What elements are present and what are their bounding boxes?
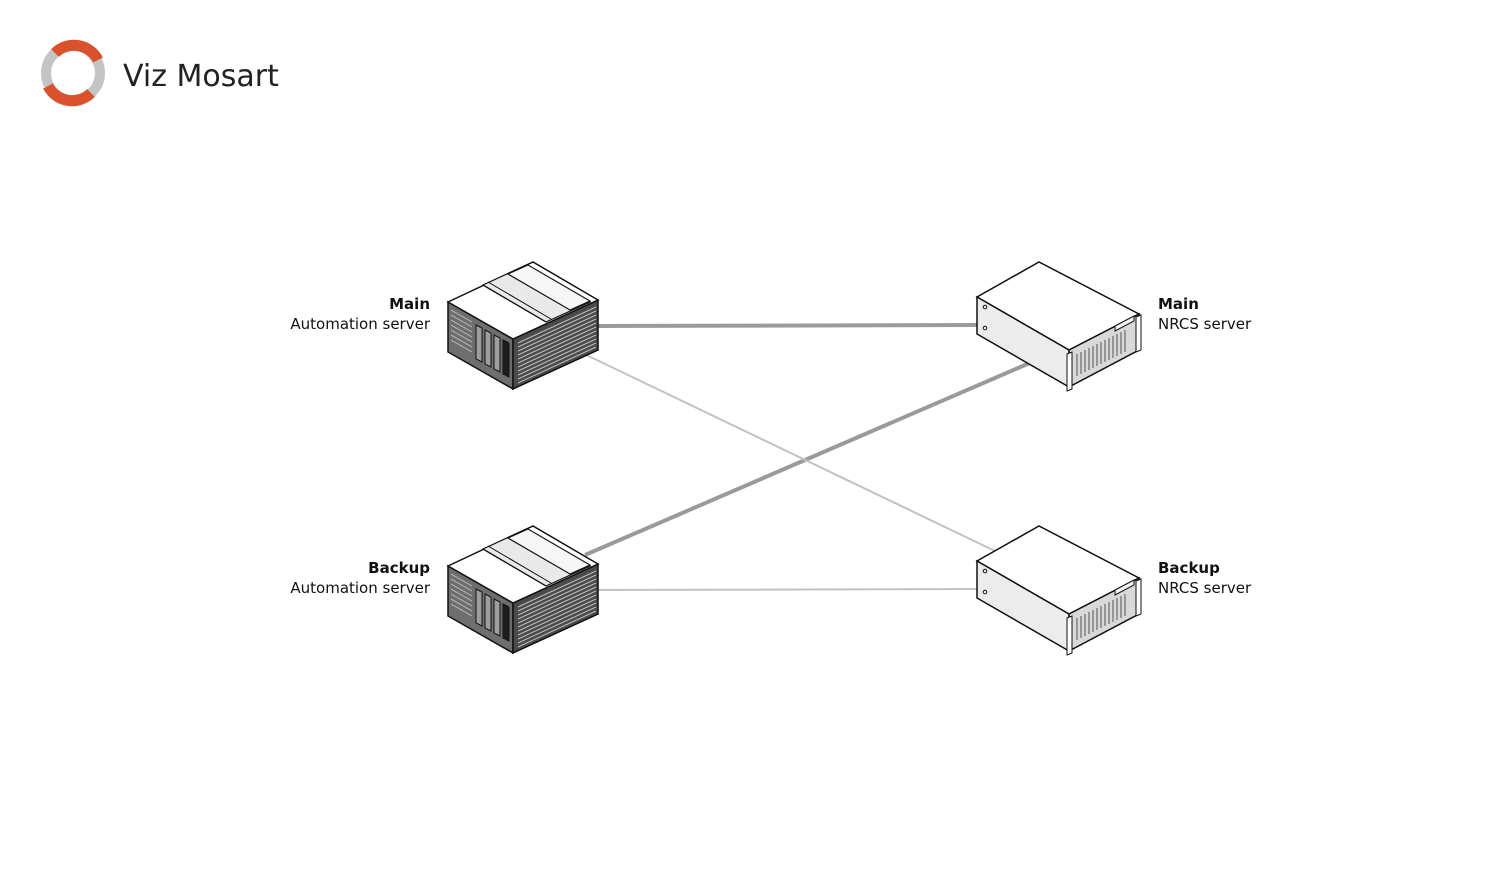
node-role: Backup xyxy=(368,559,430,577)
node-role: Main xyxy=(1158,295,1199,313)
tower-server-icon xyxy=(447,261,599,390)
node-role: Backup xyxy=(1158,559,1220,577)
node-main-nrcs-server: Main NRCS server xyxy=(976,261,1252,392)
connections xyxy=(577,323,1033,591)
node-name: NRCS server xyxy=(1158,315,1252,333)
rack-server-icon xyxy=(976,261,1142,392)
brand-name: Viz Mosart xyxy=(123,59,279,94)
node-name: Automation server xyxy=(290,579,430,597)
link-main-automation-to-main-nrcs xyxy=(596,323,979,328)
rack-server-icon xyxy=(976,525,1142,656)
node-name: NRCS server xyxy=(1158,579,1252,597)
brand-logo: Viz Mosart xyxy=(41,39,279,107)
node-name: Automation server xyxy=(290,315,430,333)
node-backup-nrcs-server: Backup NRCS server xyxy=(976,525,1252,656)
node-main-automation-server: Main Automation server xyxy=(290,261,599,390)
node-backup-automation-server: Backup Automation server xyxy=(290,525,599,654)
viz-mosart-logo-icon xyxy=(41,39,105,107)
tower-server-icon xyxy=(447,525,599,654)
link-backup-automation-to-main-nrcs xyxy=(584,360,1033,557)
link-backup-automation-to-backup-nrcs xyxy=(596,588,979,591)
link-main-automation-to-backup-nrcs xyxy=(577,350,996,552)
node-role: Main xyxy=(389,295,430,313)
